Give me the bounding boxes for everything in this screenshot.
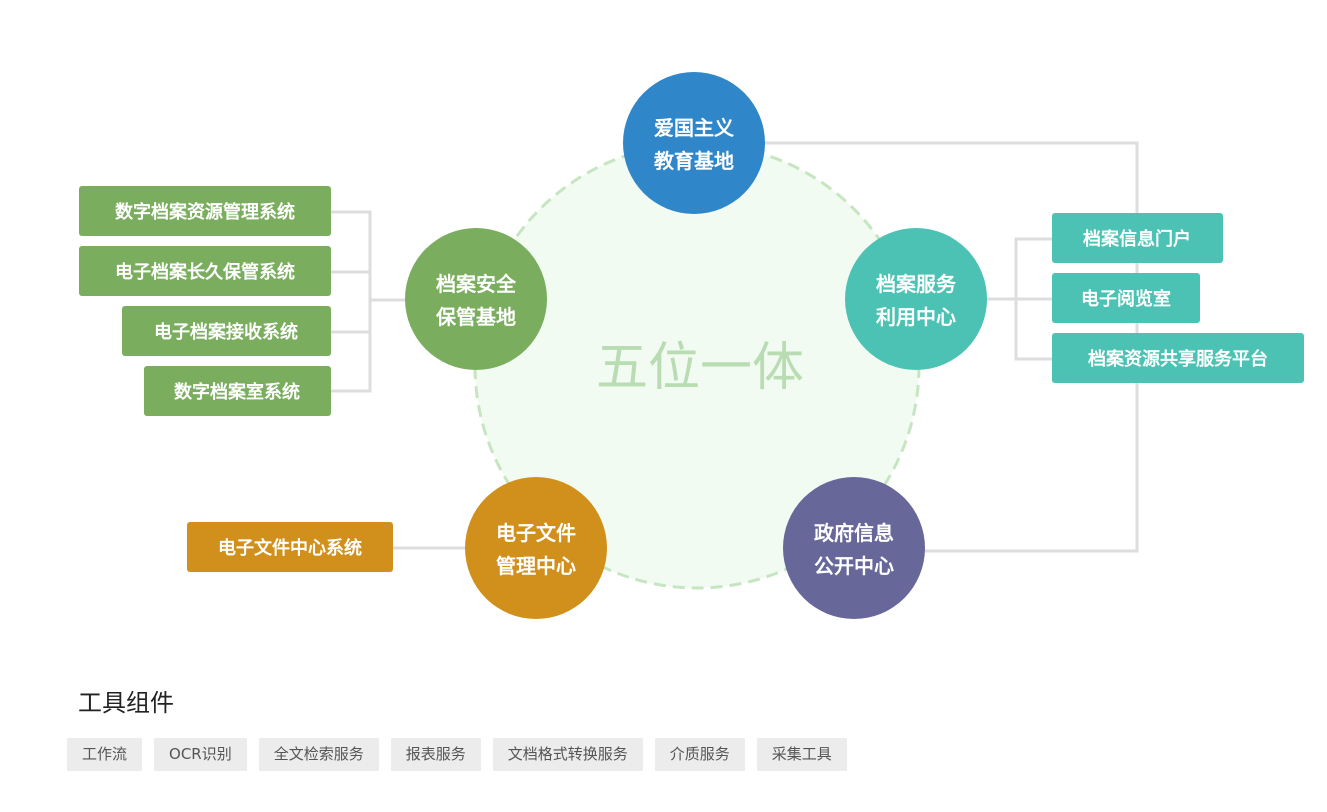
service-system-item[interactable]: 档案信息门户 [1052, 213, 1223, 263]
connector-service [985, 237, 1052, 361]
tool-tag-format-conversion[interactable]: 文档格式转换服务 [492, 738, 643, 771]
hub-security-circle [405, 228, 547, 370]
tool-tag-workflow[interactable]: 工作流 [67, 738, 143, 771]
hub-patriotic: 爱国主义 教育基地 [623, 72, 765, 214]
hub-patriotic-line2: 教育基地 [654, 149, 734, 173]
service-system-item[interactable]: 档案资源共享服务平台 [1052, 333, 1304, 383]
security-system-label: 数字档案室系统 [174, 381, 300, 403]
service-system-label: 档案信息门户 [1083, 228, 1191, 250]
hub-service-line2: 利用中心 [876, 305, 956, 329]
hub-gov-circle [783, 477, 925, 619]
hub-security-line2: 保管基地 [435, 305, 516, 329]
hub-service-line1: 档案服务 [876, 272, 957, 296]
hub-efile-line1: 电子文件 [496, 521, 576, 545]
service-system-item[interactable]: 电子阅览室 [1052, 273, 1200, 323]
security-system-label: 电子档案长久保管系统 [115, 261, 295, 283]
hub-patriotic-circle [623, 72, 765, 214]
tool-tag-report[interactable]: 报表服务 [390, 738, 481, 771]
tool-tag-ocr[interactable]: OCR识别 [154, 738, 247, 771]
security-system-item[interactable]: 数字档案室系统 [144, 366, 331, 416]
hub-efile-line2: 管理中心 [496, 554, 576, 578]
security-system-item[interactable]: 数字档案资源管理系统 [79, 186, 331, 236]
security-system-label: 电子档案接收系统 [154, 321, 298, 343]
security-system-item[interactable]: 电子档案长久保管系统 [79, 246, 331, 296]
service-system-label: 档案资源共享服务平台 [1088, 348, 1268, 370]
hub-service: 档案服务 利用中心 [845, 228, 987, 370]
tool-tag-fulltext-search[interactable]: 全文检索服务 [258, 738, 379, 771]
hub-efile-circle [465, 477, 607, 619]
hub-security: 档案安全 保管基地 [405, 228, 547, 370]
hub-gov: 政府信息 公开中心 [783, 477, 925, 619]
hub-gov-line2: 公开中心 [814, 554, 894, 578]
center-label: 五位一体 [596, 338, 804, 398]
connector-security [331, 210, 410, 393]
security-system-label: 数字档案资源管理系统 [115, 201, 295, 223]
security-system-item[interactable]: 电子档案接收系统 [122, 306, 331, 356]
tool-tag-collection[interactable]: 采集工具 [756, 738, 847, 771]
efile-system-item[interactable]: 电子文件中心系统 [187, 522, 393, 572]
tool-tag-media[interactable]: 介质服务 [654, 738, 745, 771]
efile-system-label: 电子文件中心系统 [218, 537, 362, 559]
hub-patriotic-line1: 爱国主义 [654, 116, 734, 140]
hub-efile: 电子文件 管理中心 [465, 477, 607, 619]
hub-gov-line1: 政府信息 [814, 521, 894, 545]
hub-service-circle [845, 228, 987, 370]
hub-security-line1: 档案安全 [436, 272, 517, 296]
service-system-label: 电子阅览室 [1081, 288, 1171, 310]
tools-list: 工作流 OCR识别 全文检索服务 报表服务 文档格式转换服务 介质服务 采集工具 [67, 738, 847, 771]
tools-section-title: 工具组件 [78, 689, 174, 717]
